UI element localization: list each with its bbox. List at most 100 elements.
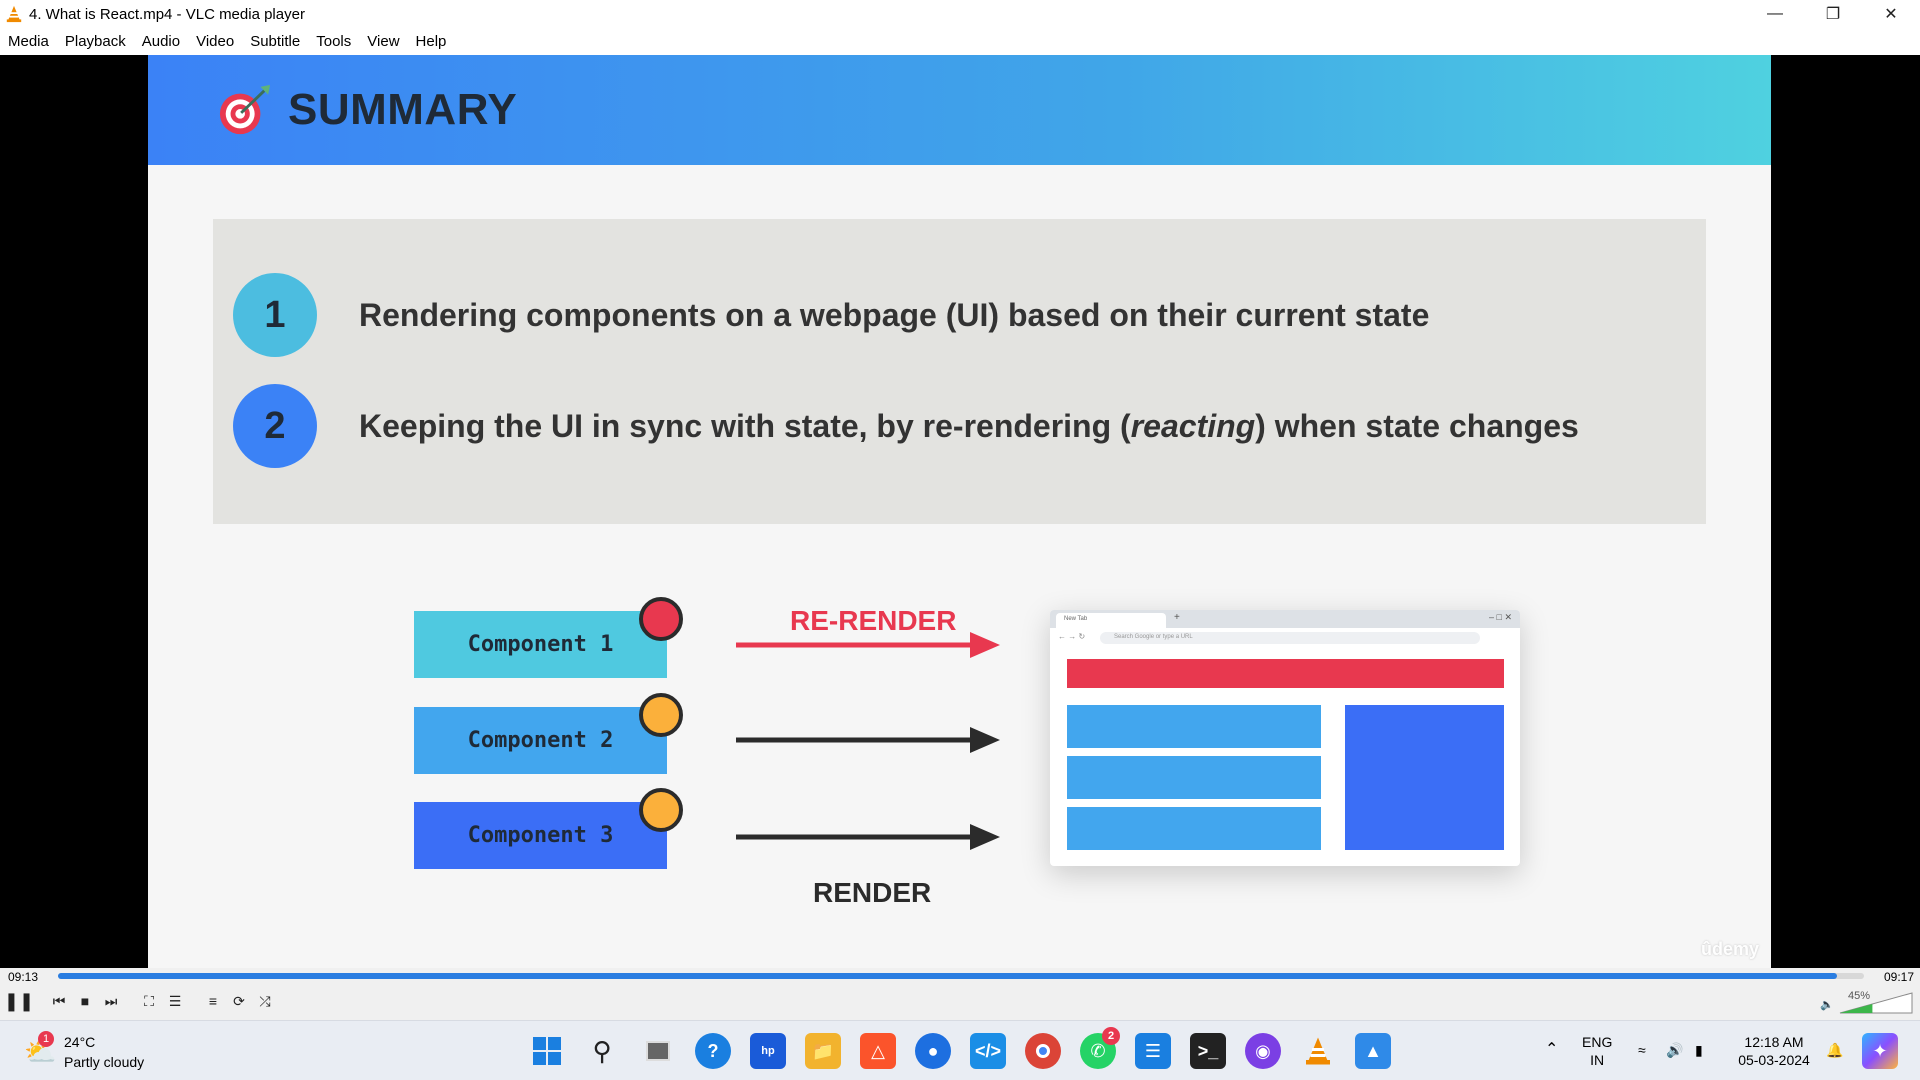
number-badge: 1 [233,273,317,357]
equalizer-icon: ☰ [168,992,182,1009]
clock-date: 05-03-2024 [1738,1052,1810,1068]
vlc-cone-icon [1306,1037,1330,1065]
pause-button[interactable]: ❚❚ [4,990,34,1012]
volume-slider[interactable]: 45% [1838,990,1914,1014]
browser-tab: New Tab [1056,613,1166,628]
menu-view[interactable]: View [367,33,400,50]
playlist-button[interactable]: ≡ [202,990,224,1012]
weather-desc: Partly cloudy [64,1054,145,1070]
volume-icon[interactable]: 🔊 [1666,1042,1684,1058]
extended-settings-button[interactable]: ☰ [164,990,186,1012]
ui-list-block [1067,756,1321,799]
seek-progress [58,973,1837,979]
myhp-app[interactable]: hp [750,1033,786,1069]
ui-side-block [1345,705,1504,850]
taskbar: ⛅ 1 24°C Partly cloudy ⚲ ? hp 📁 △ ● </> … [0,1020,1920,1080]
slide-title: SUMMARY [288,85,518,134]
next-button[interactable]: ⏭ [100,990,122,1012]
show-hidden-icons[interactable]: ⌃ [1545,1041,1559,1058]
help-icon: ? [707,1040,719,1061]
window-title: 4. What is React.mp4 - VLC media player [29,5,305,23]
summary-point-2: 2 Keeping the UI in sync with state, by … [233,384,1579,468]
search-button[interactable]: ⚲ [584,1033,620,1069]
menu-bar: Media Playback Audio Video Subtitle Tool… [0,28,1920,55]
vscode-app[interactable]: </> [970,1033,1006,1069]
udemy-watermark: ûdemy [1700,939,1759,959]
vlc-app[interactable] [1300,1033,1336,1069]
clock[interactable]: 12:18 AM 05-03-2024 [1734,1033,1814,1069]
player-controls: 09:13 09:17 ❚❚ ⏮ ■ ⏭ ⛶ ☰ ≡ ⟳ ⤮ 🔈 45% [0,968,1920,1020]
battery-icon[interactable]: ▮ [1695,1042,1703,1058]
render-arrow [736,727,1000,753]
start-button[interactable] [529,1033,565,1069]
previous-button[interactable]: ⏮ [48,990,70,1012]
github-icon: ◉ [1255,1040,1271,1061]
menu-video[interactable]: Video [196,33,235,50]
notepad-icon: ☰ [1144,1040,1162,1061]
globe-icon: ● [927,1040,939,1061]
wifi-icon[interactable]: ≈ [1638,1042,1646,1058]
elapsed-time: 09:13 [8,970,39,984]
close-button[interactable]: ✕ [1884,6,1898,23]
point-text-end: ) when state changes [1255,407,1579,444]
component-box: Component 3 [414,802,667,869]
component-box: Component 1 [414,611,667,678]
menu-help[interactable]: Help [415,33,447,50]
state-indicator [639,693,683,737]
menu-audio[interactable]: Audio [141,33,181,50]
task-view-button[interactable] [640,1033,676,1069]
menu-media[interactable]: Media [8,33,49,50]
language-indicator[interactable]: ENG IN [1582,1033,1612,1069]
seek-bar[interactable] [58,973,1864,979]
file-explorer-app[interactable]: 📁 [805,1033,841,1069]
help-app[interactable]: ? [695,1033,731,1069]
notification-bell-icon[interactable]: 🔔 [1826,1042,1844,1058]
language-code: ENG [1582,1034,1613,1050]
state-indicator [639,788,683,832]
chrome-icon [1036,1044,1050,1058]
next-icon: ⏭ [104,992,118,1009]
shuffle-button[interactable]: ⤮ [254,990,276,1012]
point-text: Keeping the UI in sync with state, by re… [359,408,1579,445]
whatsapp-app[interactable]: ✆ 2 [1080,1027,1120,1069]
minimize-button[interactable]: — [1767,5,1783,22]
browser-mockup: New Tab + – □ ✕ ← → ↻ Search Google or t… [1050,610,1520,866]
previous-icon: ⏮ [52,992,66,1009]
menu-tools[interactable]: Tools [316,33,352,50]
pause-icon: ❚❚ [3,990,35,1011]
number-badge: 2 [233,384,317,468]
photos-app[interactable]: ▲ [1355,1033,1391,1069]
chrome-app[interactable] [1025,1033,1061,1069]
brave-browser-app[interactable]: △ [860,1033,896,1069]
menu-playback[interactable]: Playback [64,33,126,50]
stop-button[interactable]: ■ [74,990,96,1012]
menu-subtitle[interactable]: Subtitle [250,33,301,50]
hp-icon: hp [761,1045,775,1057]
copilot-button[interactable]: ✦ [1862,1033,1898,1069]
video-area[interactable]: SUMMARY 1 Rendering components on a webp… [0,55,1920,968]
stop-icon: ■ [80,993,90,1009]
window-controls-icon: – □ ✕ [1489,612,1512,622]
shuffle-icon: ⤮ [259,992,271,1009]
loop-button[interactable]: ⟳ [228,990,250,1012]
playlist-icon: ≡ [208,993,218,1009]
summary-point-1: 1 Rendering components on a webpage (UI)… [233,273,1429,357]
clock-time: 12:18 AM [1744,1034,1804,1050]
speaker-icon[interactable]: 🔈 [1820,999,1834,1011]
terminal-icon: >_ [1197,1040,1219,1061]
video-frame: SUMMARY 1 Rendering components on a webp… [148,55,1771,968]
notepad-app[interactable]: ☰ [1135,1033,1171,1069]
rerender-arrow [736,632,1000,658]
component-box: Component 2 [414,707,667,774]
restore-button[interactable]: ❐ [1825,6,1841,23]
weather-badge: 1 [38,1031,54,1047]
terminal-app[interactable]: >_ [1190,1033,1226,1069]
whatsapp-icon: ✆ [1090,1040,1106,1061]
nav-arrows-icon: ← → ↻ [1058,632,1086,641]
fullscreen-button[interactable]: ⛶ [138,990,160,1012]
github-desktop-app[interactable]: ◉ [1245,1033,1281,1069]
edge-browser-app[interactable]: ● [915,1033,951,1069]
task-view-icon [646,1041,670,1061]
new-tab-icon: + [1174,612,1180,623]
slide-header: SUMMARY [148,55,1771,165]
